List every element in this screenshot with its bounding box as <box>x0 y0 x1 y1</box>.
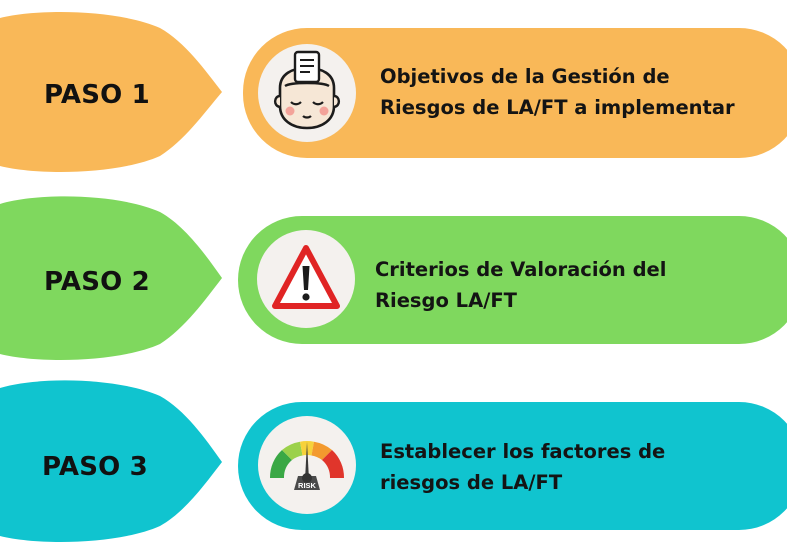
risk-gauge-icon: RISK <box>269 441 345 490</box>
step-1-drop-shape <box>0 12 222 172</box>
step-2-drop-shape <box>0 196 222 360</box>
step-1-icon-circle <box>258 44 356 142</box>
step-1-description-line-2: Riesgos de LA/FT a implementar <box>380 96 735 119</box>
step-3-description-line-1: Establecer los factores de <box>380 440 666 463</box>
step-3-description-line-2: riesgos de LA/FT <box>380 471 563 494</box>
step-1-label: PASO 1 <box>44 80 150 110</box>
step-1-description: Objetivos de la Gestión de Riesgos de LA… <box>380 61 735 123</box>
step-2-label: PASO 2 <box>44 267 150 297</box>
step-2-description-line-1: Criterios de Valoración del <box>375 258 667 281</box>
step-1: PASO 1 Objetivos de la Gestión <box>0 0 787 180</box>
step-3-label: PASO 3 <box>42 452 148 482</box>
step-2: PASO 2 Criterios de Valoración del Riesg… <box>0 188 787 368</box>
risk-gauge-label: RISK <box>298 481 317 490</box>
warning-triangle-icon <box>272 245 340 309</box>
step-1-description-line-1: Objetivos de la Gestión de <box>380 65 670 88</box>
step-3-drop-shape <box>0 380 222 542</box>
step-3: PASO 3 RISK Establecer los factores de r… <box>0 372 787 548</box>
step-2-description-line-2: Riesgo LA/FT <box>375 289 517 312</box>
step-2-description: Criterios de Valoración del Riesgo LA/FT <box>375 254 666 316</box>
head-document-icon <box>273 50 341 130</box>
step-3-description: Establecer los factores de riesgos de LA… <box>380 436 665 498</box>
step-2-icon-circle <box>257 230 355 328</box>
step-3-icon-circle: RISK <box>258 416 356 514</box>
